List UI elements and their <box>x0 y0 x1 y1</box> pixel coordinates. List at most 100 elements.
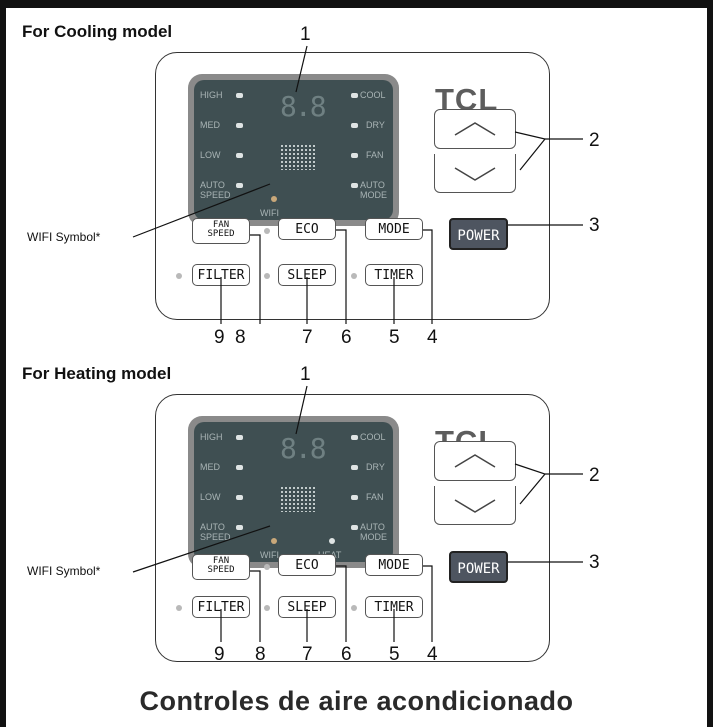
callout-number-6: 6 <box>341 644 352 665</box>
digit-display: 8.8 <box>280 432 327 465</box>
power-button[interactable]: POWER <box>449 218 508 250</box>
digit-display: 8.8 <box>280 90 327 123</box>
callout-number-8: 8 <box>255 644 266 665</box>
fan-speed-label-line2: SPEED <box>207 229 235 239</box>
indicator-dot <box>236 495 243 500</box>
indicator-light <box>176 605 182 611</box>
indicator-light <box>176 273 182 279</box>
chevron-up-icon <box>454 454 496 468</box>
lcd-label-dry: DRY <box>366 462 385 472</box>
lcd-label-med: MED <box>200 462 220 472</box>
lcd-label-fan: FAN <box>366 150 384 160</box>
lcd-label-speed: SPEED <box>200 190 231 200</box>
callout-number-3: 3 <box>589 552 600 573</box>
mode-button[interactable]: MODE <box>365 554 423 576</box>
indicator-light <box>264 605 270 611</box>
indicator-dot <box>351 495 358 500</box>
chevron-down-icon <box>454 167 496 181</box>
wifi-icon <box>271 538 277 544</box>
temp-up-button[interactable] <box>434 109 516 149</box>
timer-button[interactable]: TIMER <box>365 596 423 618</box>
temp-down-button[interactable] <box>434 486 516 525</box>
temp-down-button[interactable] <box>434 154 516 193</box>
indicator-dot <box>351 435 358 440</box>
callout-number-5: 5 <box>389 327 400 348</box>
callout-number-2: 2 <box>589 465 600 486</box>
lcd-display: HIGH MED LOW AUTO SPEED COOL DRY FAN AUT… <box>188 416 399 568</box>
model-title: For Cooling model <box>22 22 173 41</box>
lcd-display: HIGH MED LOW AUTO SPEED COOL DRY FAN AUT… <box>188 74 399 226</box>
temp-up-button[interactable] <box>434 441 516 481</box>
leader-lines <box>132 45 583 324</box>
indicator-dot <box>236 183 243 188</box>
lcd-label-wifi: WIFI <box>260 550 279 560</box>
lcd-label-low: LOW <box>200 492 221 502</box>
footer-title: Controles de aire acondicionado <box>139 686 574 716</box>
indicator-dot <box>236 123 243 128</box>
fan-speed-label-line1: FAN <box>212 220 230 230</box>
eco-button[interactable]: ECO <box>278 554 336 576</box>
callout-number-6: 6 <box>341 327 352 348</box>
callout-number-9: 9 <box>214 327 225 348</box>
indicator-light <box>264 564 270 570</box>
eco-button[interactable]: ECO <box>278 218 336 240</box>
callout-number-1: 1 <box>300 24 311 45</box>
fan-speed-label-line1: FAN <box>212 556 230 566</box>
sleep-button[interactable]: SLEEP <box>278 264 336 286</box>
mode-button[interactable]: MODE <box>365 218 423 240</box>
lcd-label-low: LOW <box>200 150 221 160</box>
fan-speed-button[interactable]: FAN SPEED <box>192 218 250 244</box>
sleep-button[interactable]: SLEEP <box>278 596 336 618</box>
lcd-label-mode: MODE <box>360 190 387 200</box>
chevron-up-icon <box>454 122 496 136</box>
model-title: For Heating model <box>22 364 172 383</box>
lcd-label-cool: COOL <box>360 90 386 100</box>
callout-number-8: 8 <box>235 327 246 348</box>
heat-indicator-dot <box>329 538 335 544</box>
callout-number-1: 1 <box>300 364 311 385</box>
lcd-label-wifi: WIFI <box>260 208 279 218</box>
lcd-label-mode: MODE <box>360 532 387 542</box>
indicator-dot <box>236 435 243 440</box>
indicator-dot <box>351 465 358 470</box>
callout-number-4: 4 <box>427 644 438 665</box>
indicator-dot <box>351 525 358 530</box>
cooling-model-diagram: For Cooling model HIGH MED LOW AUTO SPEE… <box>0 22 713 362</box>
wifi-symbol-note: WIFI Symbol* <box>27 564 101 578</box>
leader-lines <box>132 385 583 642</box>
lcd-label-dry: DRY <box>366 120 385 130</box>
filter-button[interactable]: FILTER <box>192 264 250 286</box>
callout-number-7: 7 <box>302 644 313 665</box>
callout-number-4: 4 <box>427 327 438 348</box>
indicator-dot <box>236 153 243 158</box>
power-button[interactable]: POWER <box>449 551 508 583</box>
lcd-label-high: HIGH <box>200 432 223 442</box>
callout-number-9: 9 <box>214 644 225 665</box>
indicator-dot <box>351 93 358 98</box>
lcd-label-med: MED <box>200 120 220 130</box>
heating-model-diagram: For Heating model HIGH MED LOW AUTO SPEE… <box>0 364 713 704</box>
indicator-light <box>264 273 270 279</box>
dot-matrix-icon <box>280 486 316 512</box>
indicator-dot <box>351 183 358 188</box>
lcd-label-auto: AUTO <box>200 180 225 190</box>
indicator-light <box>351 605 357 611</box>
lcd-label-cool: COOL <box>360 432 386 442</box>
chevron-down-icon <box>454 499 496 513</box>
callout-number-3: 3 <box>589 215 600 236</box>
lcd-label-speed: SPEED <box>200 532 231 542</box>
indicator-light <box>264 228 270 234</box>
indicator-dot <box>351 153 358 158</box>
lcd-label-fan: FAN <box>366 492 384 502</box>
lcd-label-auto-mode: AUTO <box>360 522 385 532</box>
indicator-dot <box>236 465 243 470</box>
wifi-symbol-note: WIFI Symbol* <box>27 230 101 244</box>
indicator-dot <box>236 93 243 98</box>
fan-speed-button[interactable]: FAN SPEED <box>192 554 250 580</box>
indicator-dot <box>236 525 243 530</box>
indicator-light <box>351 273 357 279</box>
wifi-icon <box>271 196 277 202</box>
dot-matrix-icon <box>280 144 316 170</box>
callout-number-7: 7 <box>302 327 313 348</box>
